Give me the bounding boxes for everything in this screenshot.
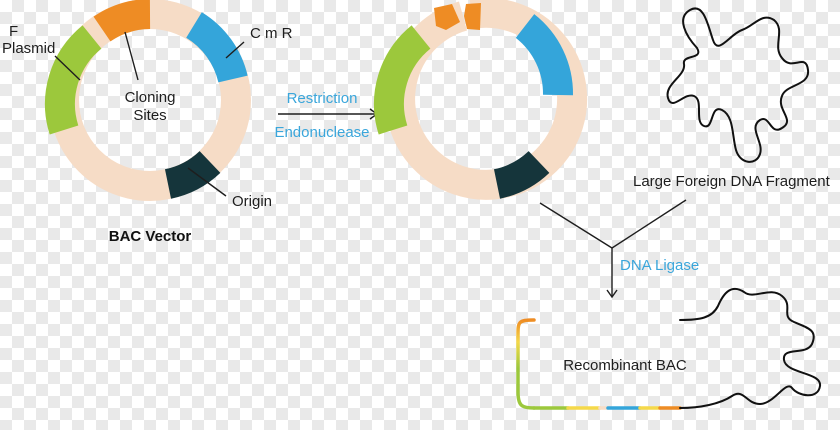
cloning-sites-label-2: Sites xyxy=(133,107,166,124)
cut-origin-segment xyxy=(497,162,539,184)
cloning-sites-label-1: Cloning xyxy=(125,89,176,106)
origin-label: Origin xyxy=(232,193,272,210)
restriction-arrow xyxy=(278,109,377,119)
recombinant-insert-dna xyxy=(680,289,820,408)
cut-bac-ring xyxy=(389,13,572,185)
foreign-dna-label: Large Foreign DNA Fragment xyxy=(633,173,831,190)
cmr-segment xyxy=(194,25,233,79)
ligase-arrow xyxy=(540,200,686,297)
restriction-label-1: Restriction xyxy=(287,90,358,107)
bac-vector-label: BAC Vector xyxy=(109,228,192,245)
f-plasmid-label-1: F xyxy=(9,23,18,40)
f-plasmid-label-2: Plasmid xyxy=(2,40,55,57)
cut-cloning-right xyxy=(464,3,481,30)
ligase-branch-left xyxy=(540,203,612,248)
origin-segment xyxy=(168,162,210,184)
restriction-label-2: Endonuclease xyxy=(274,124,369,141)
cmr-label: C m R xyxy=(250,25,293,42)
foreign-dna-fragment xyxy=(668,8,809,161)
cloning-leader xyxy=(125,32,138,80)
recombinant-bac-label: Recombinant BAC xyxy=(563,357,687,374)
cloning-sites-segment xyxy=(102,14,150,29)
ligase-branch-right xyxy=(612,200,686,248)
recombinant-left-strand xyxy=(518,320,534,408)
cut-cmr-segment xyxy=(525,26,558,95)
dna-ligase-label: DNA Ligase xyxy=(620,257,699,274)
